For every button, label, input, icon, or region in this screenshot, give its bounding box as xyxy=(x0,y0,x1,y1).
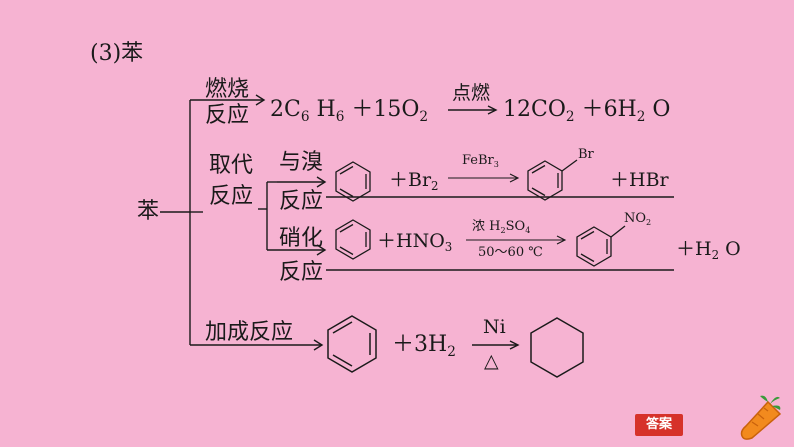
benzene-ring-nitration-reactant xyxy=(335,219,371,260)
bromination-catalyst: FeBr3 xyxy=(462,153,499,169)
nickel-catalyst: Ni xyxy=(483,316,506,338)
bromobenzene-ring xyxy=(527,159,578,201)
benzene-ring-addition-reactant xyxy=(327,315,377,373)
nitro-bond xyxy=(610,225,626,238)
cyclohexane-ring xyxy=(530,317,584,378)
nitration-label-line1: 硝化 xyxy=(279,226,324,251)
combustion-label-line1: 燃烧 xyxy=(205,77,250,102)
nitration-label-line2: 反应 xyxy=(279,260,324,285)
combustion-equation-left: 2C6 H6 ＋15O2 xyxy=(270,97,429,125)
benzene-ring-bromination-reactant xyxy=(335,161,371,202)
combustion-arrowhead xyxy=(487,105,498,115)
nitrobenzene-ring xyxy=(576,225,626,267)
addition-branch-arrowhead xyxy=(313,339,324,351)
nitro-substituent: NO2 xyxy=(624,211,652,227)
bromination-arrowhead xyxy=(316,176,327,188)
water-byproduct: ＋H2 O xyxy=(676,238,741,263)
bromination-label-line2: 反应 xyxy=(279,189,324,214)
hbr-byproduct: ＋HBr xyxy=(610,169,669,191)
bromo-bond xyxy=(561,159,578,172)
section-title: (3)苯 xyxy=(90,41,144,66)
nitration-arrowhead xyxy=(316,244,327,256)
addition-arrow-head xyxy=(509,340,520,350)
carrot-icon xyxy=(740,395,782,440)
bromo-substituent: Br xyxy=(578,147,594,162)
hydrogen-reagent: ＋3H2 xyxy=(392,332,456,360)
addition-label: 加成反应 xyxy=(205,320,294,345)
substitution-label-line1: 取代 xyxy=(209,153,254,178)
combustion-equation-right: 12CO2 ＋6H2 O xyxy=(503,97,671,125)
root-benzene: 苯 xyxy=(137,199,160,224)
substitution-label-line2: 反应 xyxy=(209,184,254,209)
answer-button[interactable]: 答案 xyxy=(635,414,683,436)
bromine-reagent: ＋Br2 xyxy=(389,169,439,194)
combustion-branch-arrowhead xyxy=(255,94,266,106)
combustion-condition: 点燃 xyxy=(452,82,491,104)
nitration-temperature: 50～60 ℃ xyxy=(478,245,543,260)
bromination-arrow-head xyxy=(509,173,520,183)
heat-symbol: △ xyxy=(484,350,499,372)
bromination-label-line1: 与溴 xyxy=(279,150,324,175)
nitration-catalyst: 浓 H2SO4 xyxy=(472,219,531,235)
nitration-arrow-head xyxy=(556,235,567,245)
nitric-acid-reagent: ＋HNO3 xyxy=(377,230,453,255)
combustion-label-line2: 反应 xyxy=(205,103,250,128)
